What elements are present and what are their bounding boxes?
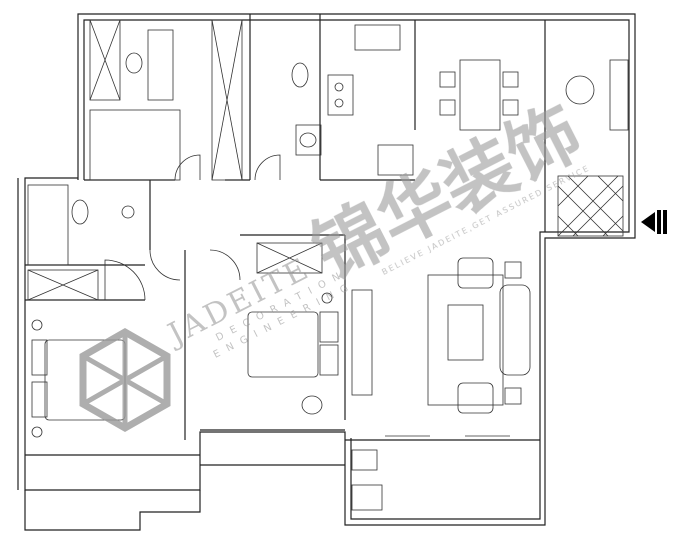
hexagon-logo-icon (79, 327, 171, 433)
watermark-logo: JADEITE DECORATION ENGINEERING 锦华装饰 BELI… (79, 90, 594, 433)
arrow-left-icon (641, 210, 667, 234)
doors (104, 154, 281, 301)
tile-pattern (557, 175, 624, 237)
furniture (27, 19, 629, 511)
